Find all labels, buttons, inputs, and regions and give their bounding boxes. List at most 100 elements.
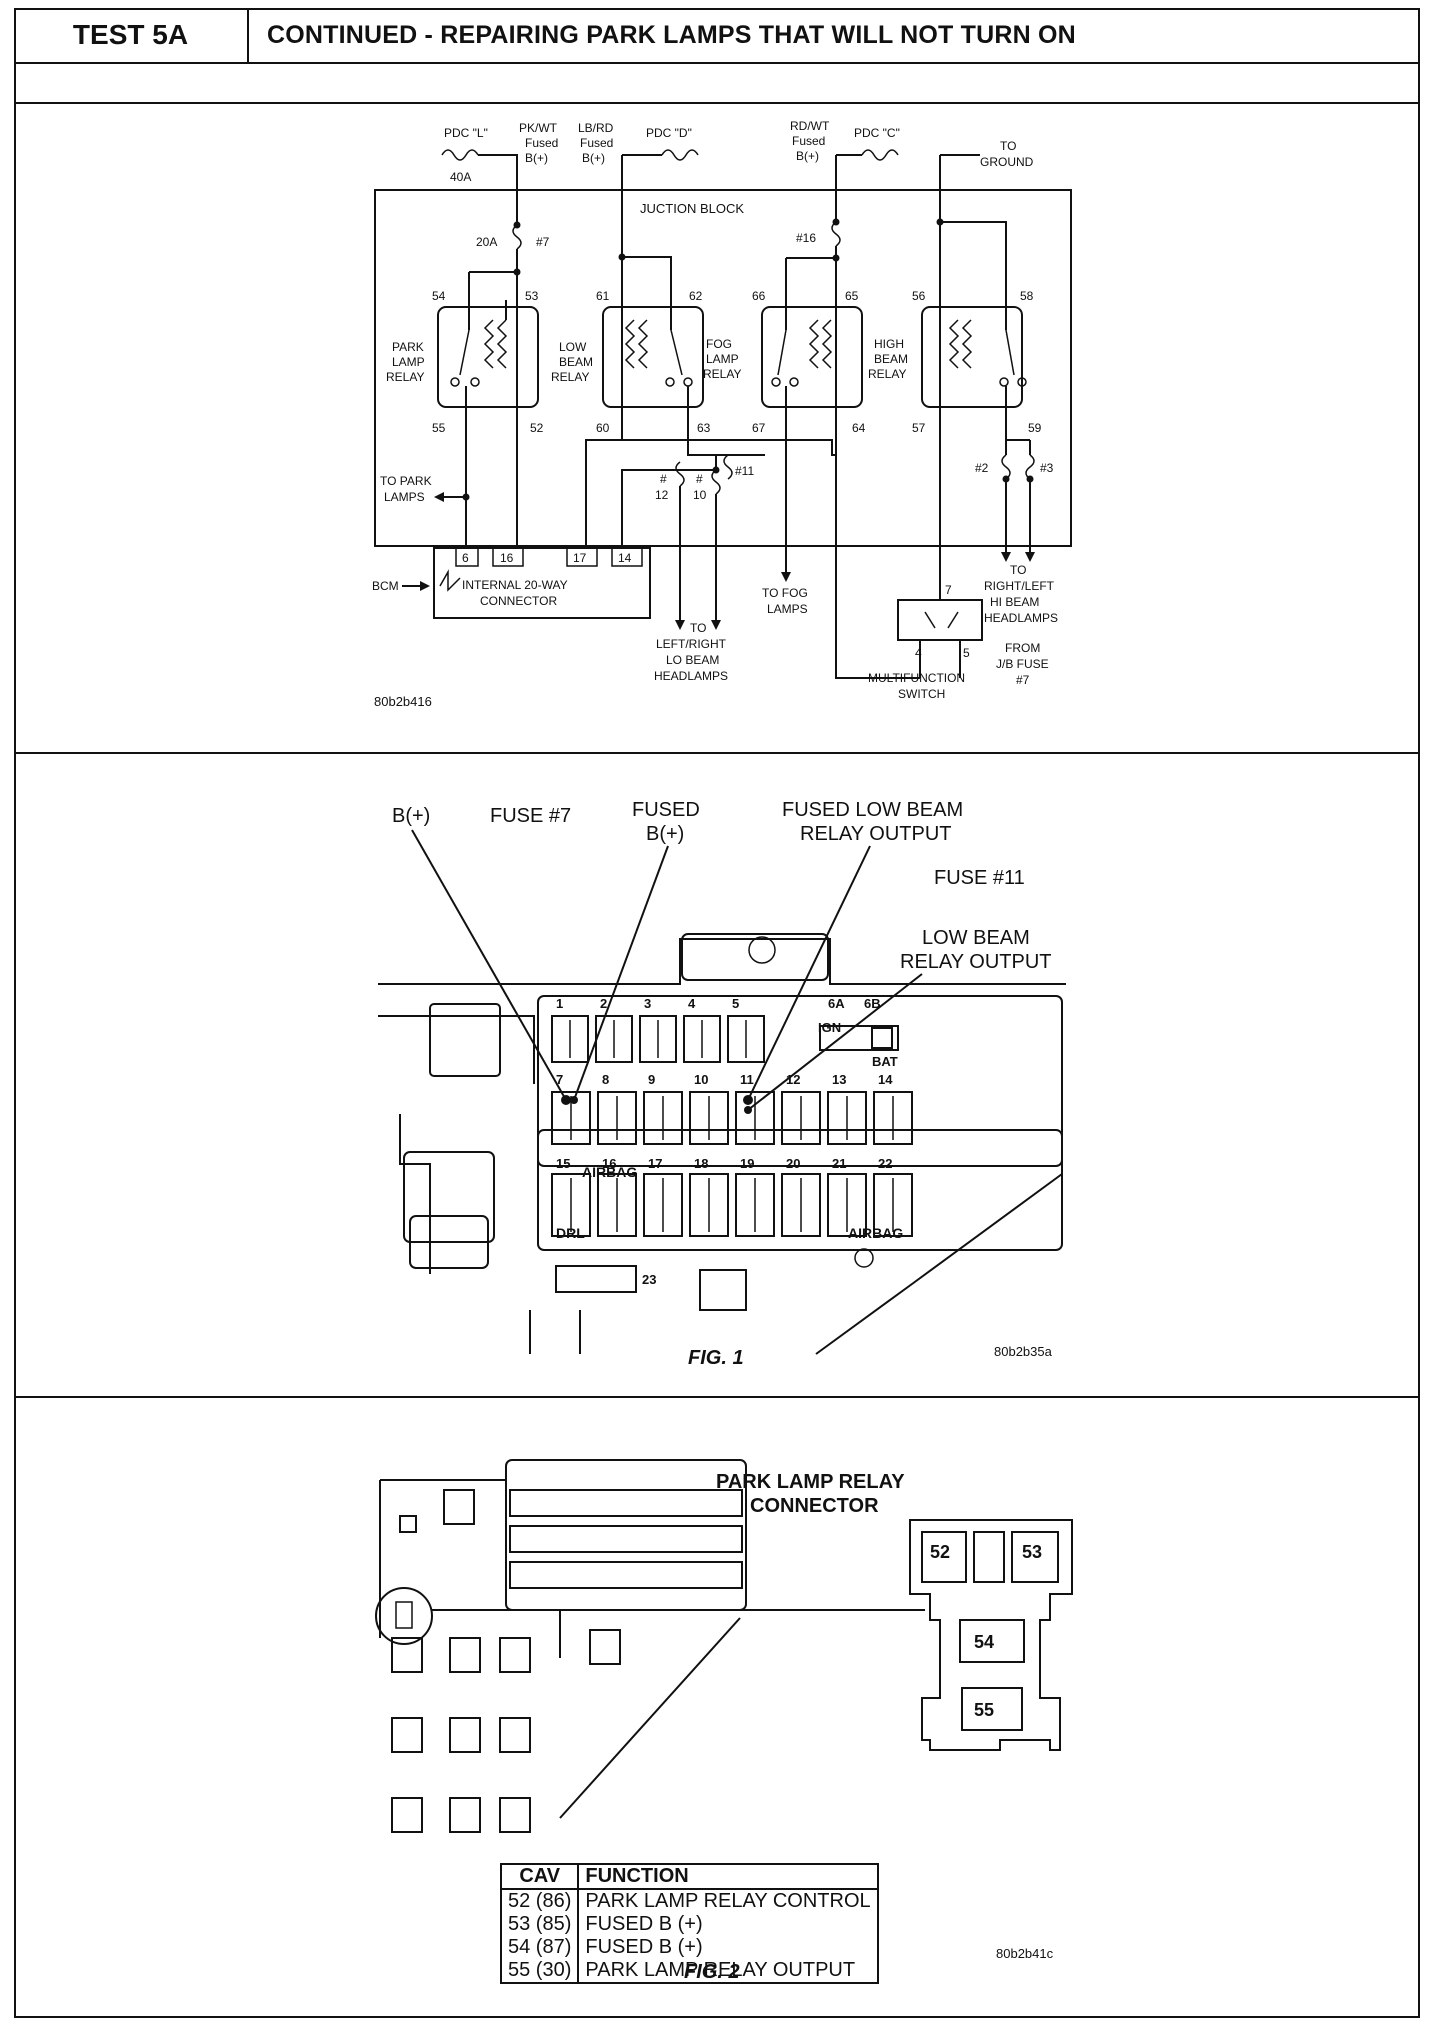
wire-label: B(+) [525, 151, 548, 165]
cav-cell: 53 (85) [499, 1913, 580, 1936]
fig2-relay-connector: PARK LAMP RELAY CONNECTOR 52 53 54 55 FI… [375, 1459, 1073, 1983]
row3-fuse-label: 22 [878, 1156, 892, 1171]
relay-label: LAMP [706, 352, 739, 366]
pin-label: 55 [432, 421, 446, 435]
relay-label: LAMP [392, 355, 425, 369]
row1-fuse-slot [595, 1015, 633, 1063]
to-park-lamps: TO PARK [380, 474, 432, 488]
to-hi-beam: TO [1010, 563, 1026, 577]
pin-label: 60 [596, 421, 610, 435]
relay-label: LOW [559, 340, 587, 354]
row3-fuse-label: 15 [556, 1156, 570, 1171]
row2-fuse-slot [827, 1091, 867, 1145]
junction-block-outline [374, 189, 1072, 547]
row3-fuse-label: 20 [786, 1156, 800, 1171]
row3-fuse-slot [827, 1173, 867, 1237]
to-hi-beam: HEADLAMPS [984, 611, 1058, 625]
airbag-label: AIRBAG [582, 1164, 637, 1180]
pin-label: 63 [697, 421, 711, 435]
fuse-label: #16 [796, 231, 816, 245]
cav-header: CAV [499, 1863, 580, 1890]
fuse-label: #11 [735, 464, 754, 478]
pin-label: 64 [852, 421, 866, 435]
function-cell: PARK LAMP RELAY CONTROL [577, 1888, 879, 1913]
row1-fuse-slot [727, 1015, 765, 1063]
fuse-3-icon [1025, 454, 1035, 480]
pin-label: 62 [689, 289, 703, 303]
function-cell: FUSED B (+) [577, 1936, 879, 1959]
function-cell: FUSED B (+) [577, 1913, 879, 1936]
row3-fuse-slot [551, 1173, 591, 1237]
row2-fuse-label: 11 [740, 1072, 754, 1087]
pin-label: 67 [752, 421, 766, 435]
relay-label: PARK [392, 340, 424, 354]
airbag-label-2: AIRBAG [848, 1225, 903, 1241]
wire-label: PK/WT [519, 121, 558, 135]
table-row: 52 (86) PARK LAMP RELAY CONTROL [499, 1888, 879, 1913]
switch-label: SWITCH [898, 687, 945, 701]
switch-pin: 4 [915, 646, 922, 660]
pdc-c-label: PDC "C" [854, 126, 900, 140]
row2-fuse-slot [551, 1091, 591, 1145]
fuse-12-icon [675, 461, 685, 487]
cav-function-table: CAV FUNCTION 52 (86) PARK LAMP RELAY CON… [499, 1863, 879, 1984]
relay-location-highlight [375, 1587, 433, 1645]
page-title: CONTINUED - REPAIRING PARK LAMPS THAT WI… [267, 20, 1076, 49]
cavity-label: 54 [974, 1632, 994, 1652]
switch-pin: 5 [963, 646, 970, 660]
cav-cell: 55 (30) [499, 1959, 580, 1984]
cav-cell: 54 (87) [499, 1936, 580, 1959]
low-beam-relay [602, 300, 704, 415]
row1-fuse-slot [683, 1015, 721, 1063]
divider-1 [14, 752, 1420, 754]
relay-label: BEAM [874, 352, 908, 366]
function-cell: PARK LAMP RELAY OUTPUT [577, 1959, 879, 1984]
row1-fuse-slot [551, 1015, 589, 1063]
fuse-label: 12 [655, 488, 669, 502]
to-fog-lamps: TO FOG [762, 586, 808, 600]
wire-label: Fused [525, 136, 558, 150]
pin-label: 65 [845, 289, 859, 303]
cav-cell: 52 (86) [499, 1888, 580, 1913]
switch-label: MULTIFUNCTION [868, 671, 965, 685]
test-id: TEST 5A [14, 8, 249, 62]
row3-fuse-label: 17 [648, 1156, 662, 1171]
row3-fuse-slot [597, 1173, 637, 1237]
row3-fuse-slot [873, 1173, 913, 1237]
label-fused-low-beam: FUSED LOW BEAM [782, 799, 963, 821]
wire-label: GROUND [980, 155, 1034, 169]
connector-pin: 16 [500, 551, 514, 565]
row3-fuse-label: 18 [694, 1156, 708, 1171]
label-fuse11: FUSE #11 [934, 867, 1025, 889]
leader-line [411, 829, 567, 1101]
relay-label: RELAY [386, 370, 424, 384]
pin-label: 58 [1020, 289, 1034, 303]
row2-fuse-label: 12 [786, 1072, 800, 1087]
table-row: 54 (87) FUSED B (+) [499, 1936, 879, 1959]
park-lamp-relay-connector [909, 1519, 1073, 1751]
to-fog-lamps: LAMPS [767, 602, 808, 616]
row3-fuse-slot [643, 1173, 683, 1237]
row3-fuse-label: 16 [602, 1156, 616, 1171]
connector-label: INTERNAL 20-WAY [462, 578, 568, 592]
page-header: TEST 5A CONTINUED - REPAIRING PARK LAMPS… [14, 8, 1420, 64]
pin-label: 57 [912, 421, 926, 435]
pdc-l-label: PDC "L" [444, 126, 488, 140]
label-fuse7: FUSE #7 [490, 805, 571, 827]
to-park-lamps: LAMPS [384, 490, 425, 504]
wire-label: LB/RD [578, 121, 614, 135]
row2-fuse-slot [597, 1091, 637, 1145]
relay-label: RELAY [868, 367, 906, 381]
park-lamp-relay [437, 300, 539, 415]
row2-fuse-slot [643, 1091, 683, 1145]
fuse-label: # [696, 472, 703, 486]
row2-fuse-label: 13 [832, 1072, 846, 1087]
to-lo-beam: HEADLAMPS [654, 669, 728, 683]
high-beam-relay [921, 300, 1027, 440]
pin-label: 59 [1028, 421, 1042, 435]
schematic-code: 80b2b416 [374, 694, 432, 709]
relay-label: RELAY [551, 370, 589, 384]
fuse-11-icon [723, 454, 733, 480]
connector-label: CONNECTOR [480, 594, 557, 608]
row1-fuse-label: 4 [688, 996, 696, 1011]
